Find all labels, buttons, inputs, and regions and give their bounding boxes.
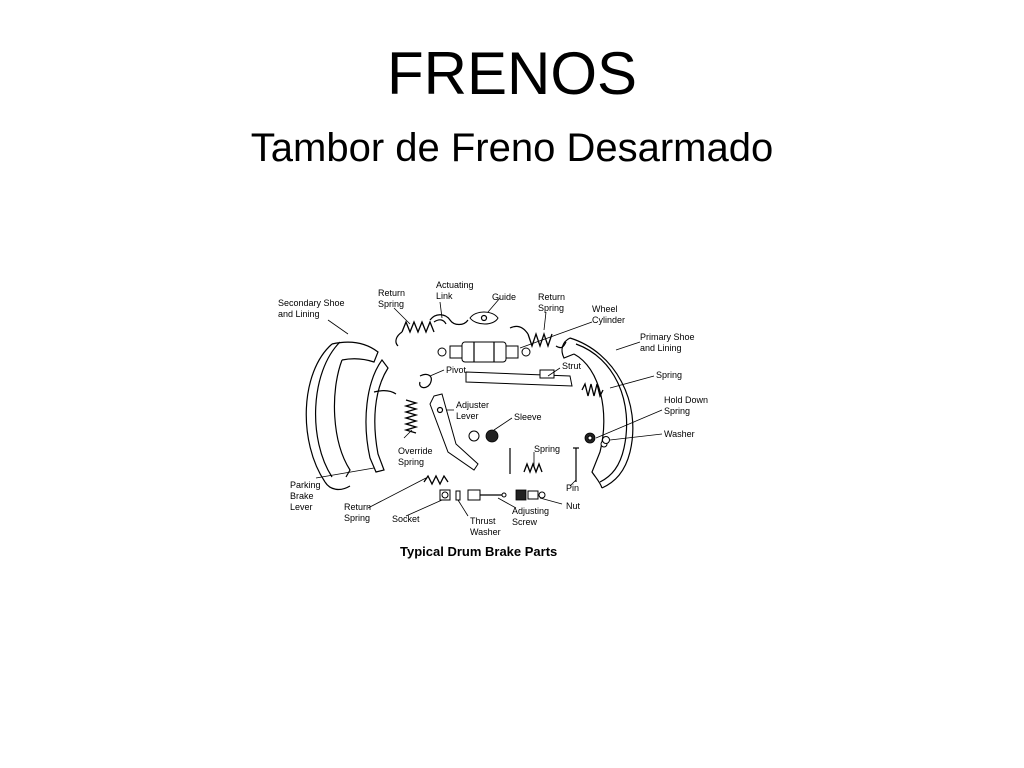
label-sleeve: Sleeve: [514, 412, 542, 422]
label-secondary-shoe-2: and Lining: [278, 309, 320, 319]
label-return-spring-right-2: Spring: [538, 303, 564, 313]
label-pin: Pin: [566, 483, 579, 493]
adjusting-screw: [467, 489, 507, 501]
label-parking-brake-1: Parking: [290, 480, 321, 490]
label-override-spring-2: Spring: [398, 457, 424, 467]
pivot: [419, 373, 432, 389]
label-pivot: Pivot: [446, 365, 467, 375]
label-hold-down-2: Spring: [664, 406, 690, 416]
return-spring-bottom: [423, 474, 449, 486]
label-override-spring-1: Override: [398, 446, 433, 456]
slide-title: FRENOS: [386, 40, 638, 107]
label-return-spring-top-2: Spring: [378, 299, 404, 309]
socket: [439, 489, 451, 501]
leader-lines: [315, 297, 663, 517]
label-parking-brake-2: Brake: [290, 491, 314, 501]
nut: [515, 489, 546, 501]
slide-subtitle: Tambor de Freno Desarmado: [250, 126, 774, 170]
label-return-spring-top-1: Return: [378, 288, 405, 298]
label-parking-brake-3: Lever: [290, 502, 313, 512]
return-spring-left: [395, 319, 447, 347]
guide: [469, 311, 499, 325]
label-return-spring-right-1: Return: [538, 292, 565, 302]
label-strut: Strut: [562, 361, 582, 371]
thrust-washer: [455, 490, 461, 501]
label-return-spring-bottom-1: Return: [344, 502, 371, 512]
label-return-spring-bottom-2: Spring: [344, 513, 370, 523]
label-washer: Washer: [664, 429, 695, 439]
strut-spring: [581, 382, 604, 398]
label-hold-down-1: Hold Down: [664, 395, 708, 405]
label-socket: Socket: [392, 514, 420, 524]
label-actuating-link-1: Actuating: [436, 280, 474, 290]
label-adjusting-screw-1: Adjusting: [512, 506, 549, 516]
label-adjuster-lever-2: Lever: [456, 411, 479, 421]
primary-shoe: [561, 337, 634, 489]
secondary-shoe: [305, 341, 379, 491]
label-actuating-link-2: Link: [436, 291, 453, 301]
label-primary-shoe-1: Primary Shoe: [640, 332, 695, 342]
label-spring-right: Spring: [656, 370, 682, 380]
label-primary-shoe-2: and Lining: [640, 343, 682, 353]
label-spring-lower: Spring: [534, 444, 560, 454]
label-secondary-shoe-1: Secondary Shoe: [278, 298, 345, 308]
pin: [573, 447, 579, 482]
adjuster-lever: [429, 393, 479, 471]
hold-down-spring: [584, 432, 596, 444]
diagram-caption: Typical Drum Brake Parts: [400, 544, 557, 559]
strut: [465, 369, 573, 387]
part-labels: Secondary Shoe and Lining Return Spring …: [278, 280, 708, 537]
label-wheel-cylinder-1: Wheel: [592, 304, 618, 314]
actuating-link: [429, 314, 469, 326]
label-wheel-cylinder-2: Cylinder: [592, 315, 625, 325]
label-thrust-washer-1: Thrust: [470, 516, 496, 526]
sleeve: [468, 429, 499, 443]
label-guide: Guide: [492, 292, 516, 302]
wheel-cylinder: [437, 341, 531, 363]
lower-spring: [509, 448, 543, 474]
drum-brake-parts-diagram: Secondary Shoe and Lining Return Spring …: [278, 280, 708, 559]
return-spring-right: [509, 325, 567, 349]
label-thrust-washer-2: Washer: [470, 527, 501, 537]
label-adjuster-lever-1: Adjuster: [456, 400, 489, 410]
washer-part: [602, 436, 610, 444]
label-nut: Nut: [566, 501, 581, 511]
label-adjusting-screw-2: Screw: [512, 517, 538, 527]
override-spring: [403, 399, 419, 434]
parking-brake-lever: [365, 358, 397, 473]
